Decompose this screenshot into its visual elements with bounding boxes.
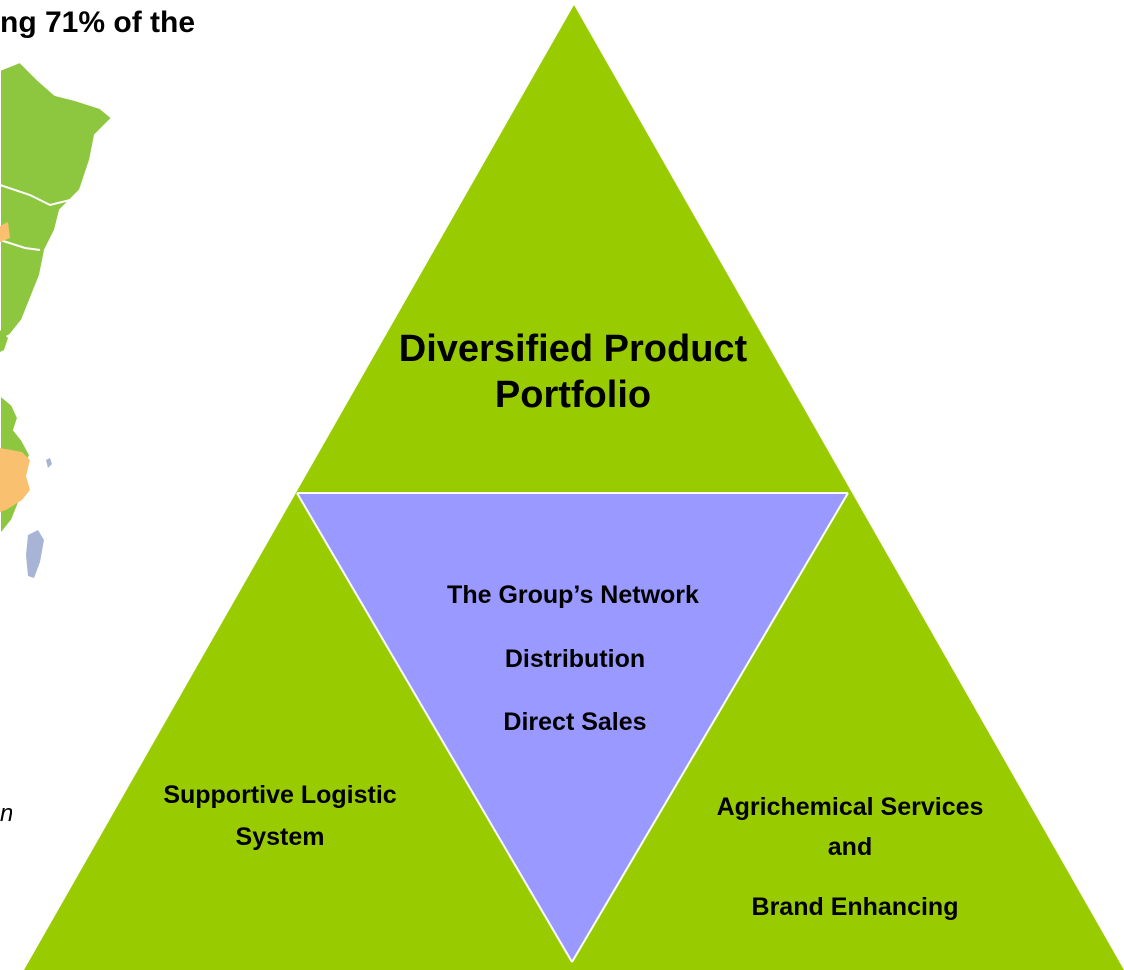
map-border-line (0, 184, 96, 207)
left-section-label: Supportive Logistic System (163, 781, 397, 851)
side-caption: n (0, 800, 12, 828)
top-section-label: Diversified Product Portfolio (398, 328, 748, 416)
divider-line (296, 492, 573, 963)
map-land-region (0, 60, 114, 342)
map-border-line (0, 239, 41, 251)
map-highlight-region (0, 222, 10, 242)
center-line-distribution: Distribution (504, 645, 646, 673)
map-highlight-region (0, 448, 30, 512)
headline-text: ng 71% of the (0, 6, 196, 39)
right-section-label: Agrichemical Services and (716, 793, 984, 861)
center-line-direct-sales: Direct Sales (503, 708, 647, 736)
inner-inverted-triangle (297, 493, 848, 962)
map-land-region (0, 330, 8, 352)
map-island (26, 530, 44, 578)
right-section-label-line2: Brand Enhancing (751, 893, 959, 921)
map-island (46, 458, 52, 468)
center-line-network: The Group’s Network (447, 581, 699, 609)
map-fragment (0, 60, 114, 578)
divider-line (571, 492, 849, 963)
outer-triangle (24, 5, 1124, 970)
